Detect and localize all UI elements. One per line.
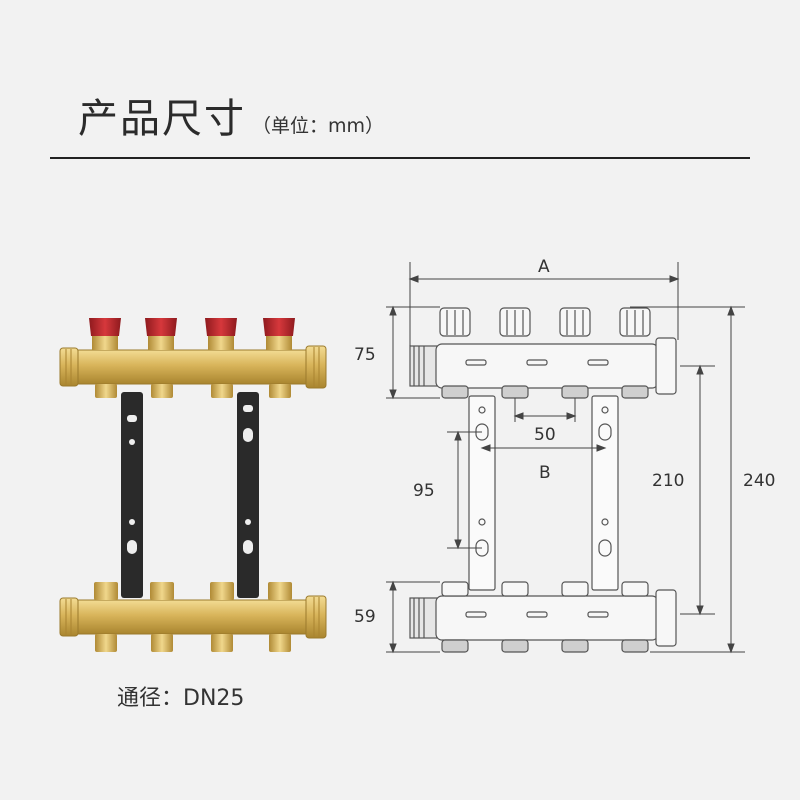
drawing-lower-bar: [409, 581, 677, 653]
valve-cap-4: [263, 318, 295, 398]
valve-cap-3: [205, 318, 237, 398]
dimension-59-label: 59: [354, 607, 376, 627]
drawing-upper-bar: [409, 307, 677, 399]
drawing-bracket-left: [468, 395, 496, 591]
lower-manifold-bar: [59, 595, 327, 639]
mounting-bracket-left: [121, 392, 143, 598]
dimension-95-label: 95: [413, 481, 435, 501]
lower-outlet-4: [268, 582, 292, 652]
manifold-photo: [59, 318, 327, 652]
diameter-caption: 通径：DN25: [117, 686, 245, 711]
upper-manifold-bar: [59, 345, 327, 389]
dimension-a-label: A: [538, 257, 550, 277]
lower-outlet-1: [94, 582, 118, 652]
valve-cap-1: [89, 318, 121, 398]
page-title: 产品尺寸: [78, 96, 246, 142]
lower-outlet-3: [210, 582, 234, 652]
drawing-bracket-right: [591, 395, 619, 591]
technical-drawing: [409, 307, 677, 653]
dimension-lines: [386, 262, 745, 654]
header-divider: [50, 157, 750, 159]
valve-cap-2: [145, 318, 177, 398]
dimension-50-label: 50: [534, 425, 556, 445]
page-header: 产品尺寸 （单位：mm）: [78, 86, 384, 144]
mounting-bracket-right: [237, 392, 259, 598]
dimension-b-label: B: [539, 463, 551, 483]
dimension-75-label: 75: [354, 345, 376, 365]
dimension-210-label: 210: [652, 471, 684, 491]
unit-label: （单位：mm）: [252, 115, 385, 137]
dimension-240-label: 240: [743, 471, 775, 491]
lower-outlet-2: [150, 582, 174, 652]
